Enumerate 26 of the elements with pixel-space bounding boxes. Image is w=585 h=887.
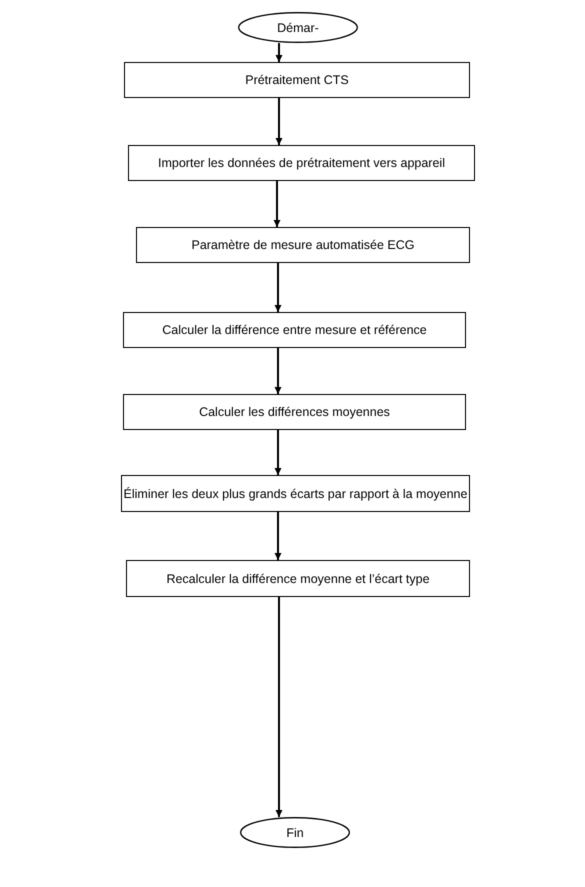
node-text: Démar-	[277, 20, 319, 34]
node-text: Prétraitement CTS	[245, 73, 349, 87]
arrow	[274, 263, 282, 312]
node-text: Recalculer la différence moyenne et l’écart type	[166, 572, 430, 586]
node-text: Paramètre de mesure automatisée ECG	[191, 238, 415, 252]
process-box	[123, 394, 466, 430]
node-text: Importer les données de prétraitement vers appareil	[158, 156, 445, 170]
arrow	[274, 181, 280, 227]
terminal-ellipse	[238, 12, 358, 43]
process-box	[121, 475, 470, 512]
arrow	[276, 597, 282, 817]
process-box	[124, 62, 470, 98]
process-box	[126, 560, 470, 597]
process-box	[128, 145, 475, 181]
node-text: Éliminer les deux plus grands écarts par rapport à la moyenne	[124, 486, 468, 500]
arrow	[274, 512, 282, 560]
node-text: Fin	[286, 826, 304, 840]
node-text: Calculer les différences moyennes	[199, 405, 390, 419]
arrow	[274, 348, 282, 394]
arrow	[276, 43, 282, 62]
process-box	[123, 312, 466, 348]
process-box	[136, 227, 470, 263]
node-text: Calculer la différence entre mesure et référence	[162, 323, 427, 337]
terminal-ellipse	[240, 817, 350, 848]
arrow	[276, 98, 282, 145]
arrow	[274, 430, 282, 475]
